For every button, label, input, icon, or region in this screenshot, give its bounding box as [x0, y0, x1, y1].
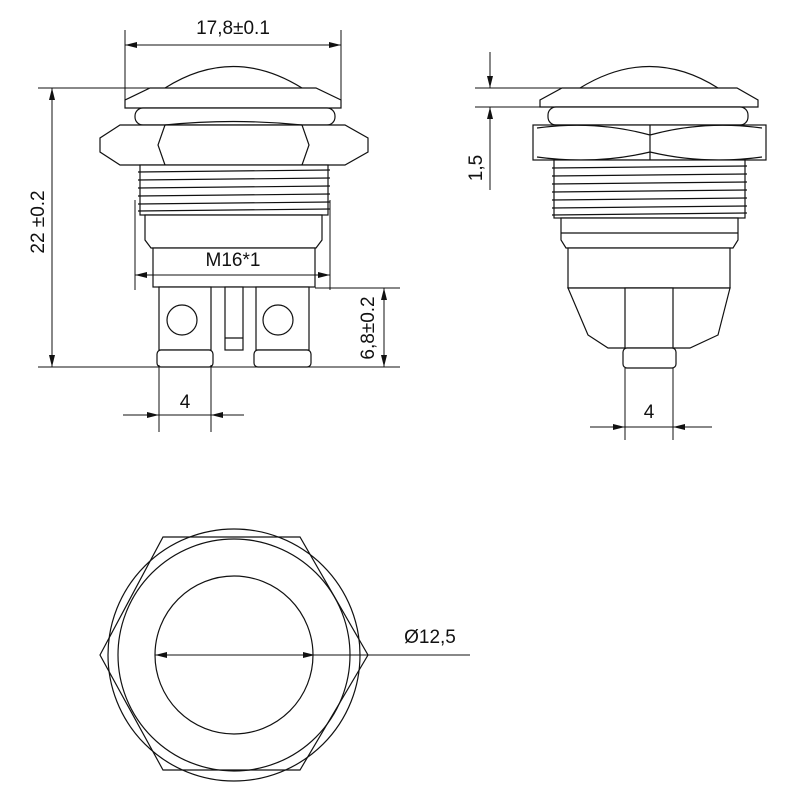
flange	[124, 87, 342, 109]
flange	[539, 87, 759, 108]
body	[152, 247, 316, 288]
head-diameter-label: 17,8±0.1	[196, 18, 270, 39]
terminal-right	[253, 286, 312, 368]
hex-nut	[99, 124, 369, 166]
thread	[551, 159, 748, 219]
side-view: 1,5 4	[466, 52, 767, 440]
terminal-tip	[622, 347, 677, 369]
button-diameter-label: Ø12,5	[404, 627, 456, 648]
thread-label: M16*1	[206, 250, 261, 271]
thread	[137, 164, 331, 216]
body	[567, 247, 731, 289]
flange-thickness-label: 1,5	[466, 155, 487, 181]
hex-outline	[99, 536, 369, 771]
front-view: 17,8±0.1 22 ±0.2 M16*1 6,8±0.2 4	[28, 18, 400, 432]
terminal	[624, 287, 674, 349]
side-terminal-width-label: 4	[644, 402, 655, 423]
ring	[547, 106, 749, 126]
bottom-view: Ø12,5	[99, 528, 470, 782]
body-collar	[144, 214, 323, 249]
terminal-left	[156, 286, 214, 368]
dome	[164, 66, 303, 89]
terminal-width-label: 4	[180, 392, 191, 413]
terminal-center	[224, 286, 244, 351]
terminal-length-label: 6,8±0.2	[358, 296, 379, 359]
ring	[134, 107, 336, 126]
total-height-label: 22 ±0.2	[28, 190, 49, 253]
